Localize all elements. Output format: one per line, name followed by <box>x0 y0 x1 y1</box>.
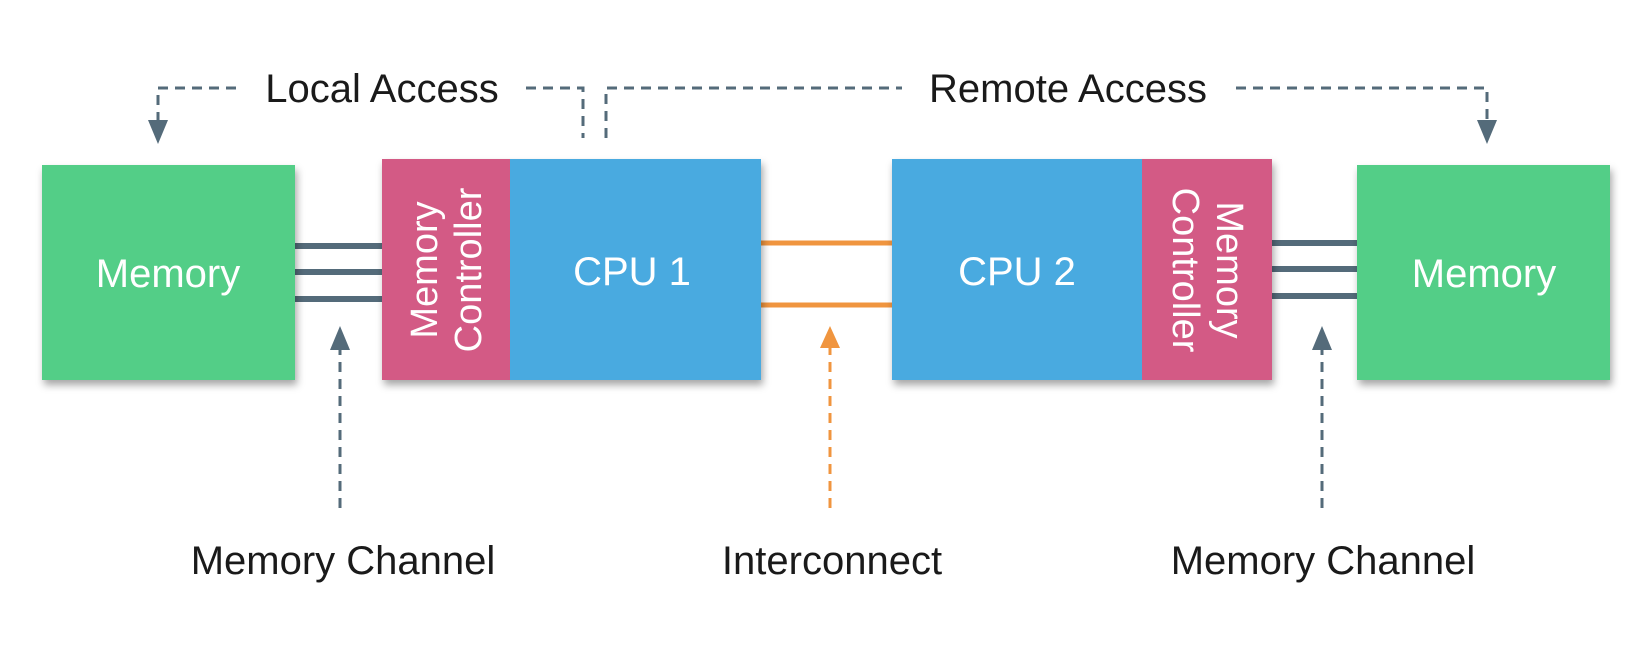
memory-channel-right-lines <box>1270 240 1358 299</box>
interconnect-label: Interconnect <box>722 539 942 583</box>
local-access-label: Local Access <box>265 67 498 111</box>
memory-controller-left-line1: Memory <box>404 201 446 338</box>
remote-access-label: Remote Access <box>929 67 1207 111</box>
memory-right: Memory <box>1357 165 1610 380</box>
memory-channel-right-arrowhead-icon <box>1312 326 1332 350</box>
memory-controller-right: Memory Controller <box>1164 188 1250 353</box>
memory-controller-left: Memory Controller <box>404 187 490 352</box>
cpu2-package <box>892 159 1272 380</box>
memory-channel-right-label: Memory Channel <box>1171 539 1476 583</box>
interconnect-lines <box>760 240 893 308</box>
remote-access-arrowhead-icon <box>1477 120 1497 144</box>
memory-channel-left-arrowhead-icon <box>330 326 350 350</box>
memory-controller-right-line1: Memory <box>1208 201 1250 338</box>
remote-access-arrow <box>604 86 1489 138</box>
cpu1-label: CPU 1 <box>573 250 691 294</box>
memory-right-label: Memory <box>1412 252 1556 296</box>
memory-left: Memory <box>42 165 295 380</box>
memory-controller-right-line2: Controller <box>1164 188 1206 353</box>
memory-controller-left-line2: Controller <box>448 187 490 352</box>
cpu2-label: CPU 2 <box>958 250 1076 294</box>
memory-left-label: Memory <box>96 252 240 296</box>
memory-channel-left-lines <box>295 243 384 302</box>
local-access-arrow <box>156 86 585 138</box>
cpu1-package <box>382 159 761 380</box>
local-access-arrowhead-icon <box>148 120 168 144</box>
memory-channel-left-label: Memory Channel <box>191 539 496 583</box>
interconnect-arrowhead-icon <box>820 326 840 348</box>
